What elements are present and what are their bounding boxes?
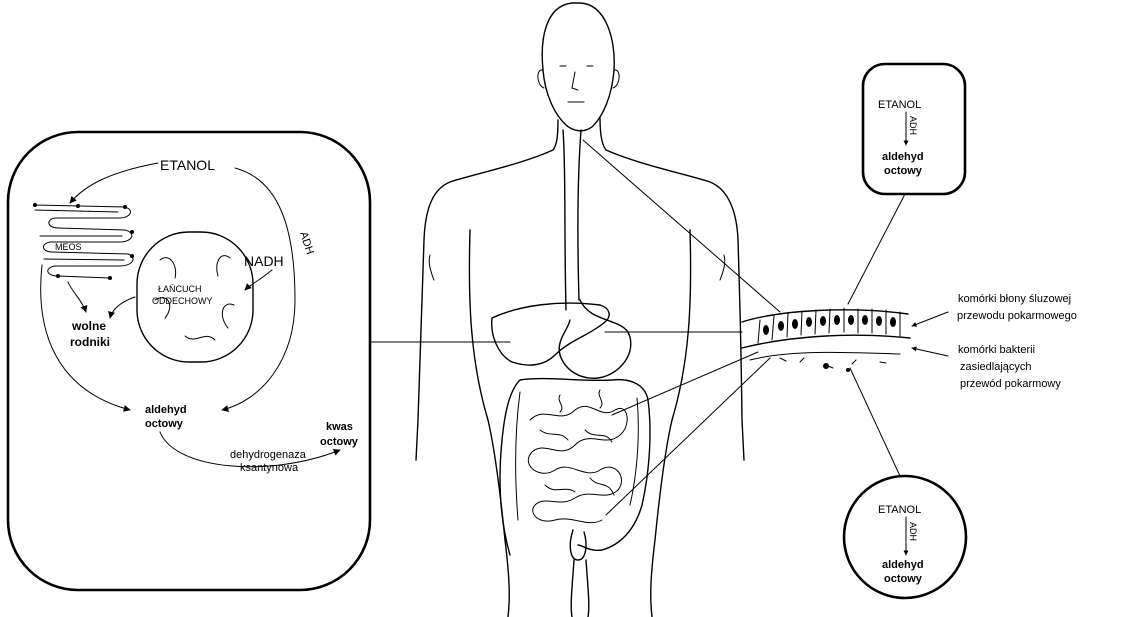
small-intestine bbox=[528, 406, 627, 522]
chain-label-line1: ŁAŃCUCH bbox=[158, 284, 202, 294]
arrow-nadh-to-chain bbox=[245, 270, 272, 290]
connector-top-panel bbox=[848, 194, 905, 304]
meos-reticulum bbox=[33, 203, 134, 280]
gut-bacteria-panel: ETANOL ADH aldehyd octowy bbox=[844, 476, 966, 598]
meos-label: MEOS bbox=[55, 242, 82, 252]
free-radicals-line2: rodniki bbox=[70, 335, 110, 349]
top-product-line1: aldehyd bbox=[882, 151, 924, 163]
liver-etanol-label: ETANOL bbox=[160, 157, 215, 173]
chain-label-line2: ODDECHOWY bbox=[152, 296, 213, 306]
top-etanol-label: ETANOL bbox=[878, 99, 921, 111]
mucosa-label-line1: komórki błony śluzowej bbox=[958, 293, 1071, 305]
bacteria-label-line2: zasiedlających bbox=[960, 361, 1032, 373]
pointer-mucosa bbox=[912, 312, 948, 326]
mouth-cell-panel: ETANOL ADH aldehyd octowy bbox=[863, 64, 965, 194]
mucosa-tissue bbox=[583, 140, 948, 515]
top-adh-label: ADH bbox=[908, 116, 918, 135]
human-body-outline bbox=[416, 3, 744, 617]
bottom-product-line1: aldehyd bbox=[882, 559, 924, 571]
large-intestine bbox=[500, 379, 650, 555]
mucosa-label-line2: przewodu pokarmowego bbox=[957, 310, 1077, 322]
arrow-etanol-to-meos bbox=[70, 163, 158, 203]
liver-cell-panel: ETANOL MEOS ŁAŃCUCH ODDECHOWY ADH NADH bbox=[8, 132, 510, 590]
arrow-etanol-adh bbox=[222, 168, 295, 410]
bacteria-label-line1: komórki bakterii bbox=[958, 344, 1035, 356]
adh-label: ADH bbox=[297, 230, 316, 256]
acetic-acid-line2: octowy bbox=[320, 436, 359, 448]
connector-esophagus bbox=[583, 140, 780, 312]
nadh-label: NADH bbox=[244, 253, 284, 269]
pointer-bacteria bbox=[912, 348, 948, 356]
top-product-line2: octowy bbox=[884, 165, 923, 177]
acetaldehyde-line2: octowy bbox=[145, 418, 184, 430]
acetaldehyde-line1: aldehyd bbox=[145, 404, 187, 416]
bottom-product-line2: octowy bbox=[884, 573, 923, 585]
enzyme-line2: ksantynowa bbox=[240, 462, 299, 474]
esophagus bbox=[563, 130, 566, 310]
bacteria-label-line3: przewód pokarmowy bbox=[960, 378, 1061, 390]
free-radicals-line1: wolne bbox=[71, 319, 106, 333]
liver-cell-box bbox=[8, 132, 370, 590]
bottom-adh-label: ADH bbox=[908, 522, 918, 541]
acetic-acid-line1: kwas bbox=[326, 421, 353, 433]
stomach bbox=[559, 300, 631, 378]
connector-bottom-panel bbox=[850, 368, 900, 476]
arrow-chain-to-radicals bbox=[110, 297, 135, 318]
enzyme-line1: dehydrogenaza bbox=[230, 449, 307, 461]
bottom-etanol-label: ETANOL bbox=[878, 504, 921, 516]
arrow-meos-to-radicals bbox=[68, 282, 86, 312]
